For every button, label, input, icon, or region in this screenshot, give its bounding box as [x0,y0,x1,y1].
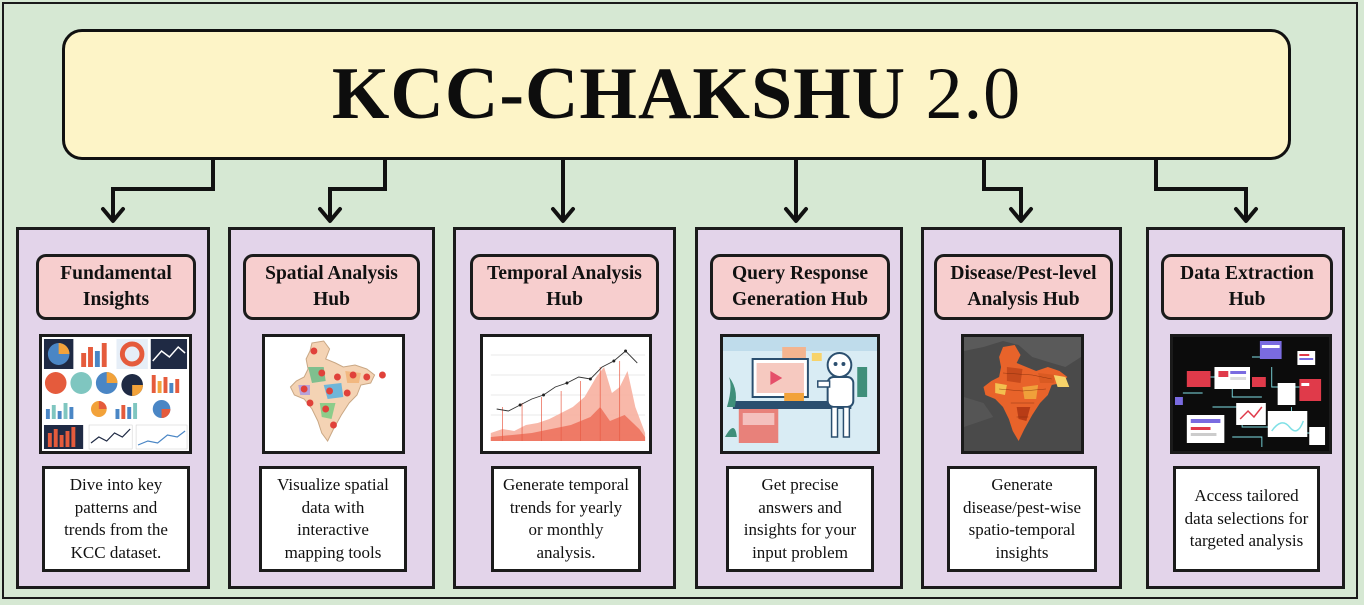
arrow-fundamental [111,160,215,220]
data-network-icon [1170,334,1332,454]
robot-assistant-desk-icon [720,334,880,454]
dashboard-charts-icon [39,334,192,454]
india-heatmap-icon [961,334,1084,454]
arrow-disease [982,160,1023,220]
title-rest: 2.0 [906,53,1022,135]
title-box: KCC-CHAKSHU 2.0 [62,29,1291,160]
time-series-chart-icon [480,334,652,454]
arrow-spatial [328,160,387,220]
india-map-pins-icon [262,334,405,454]
title-text: KCC-CHAKSHU 2.0 [332,52,1021,137]
title-bold: KCC-CHAKSHU [331,53,907,135]
arrow-extraction [1154,160,1248,220]
